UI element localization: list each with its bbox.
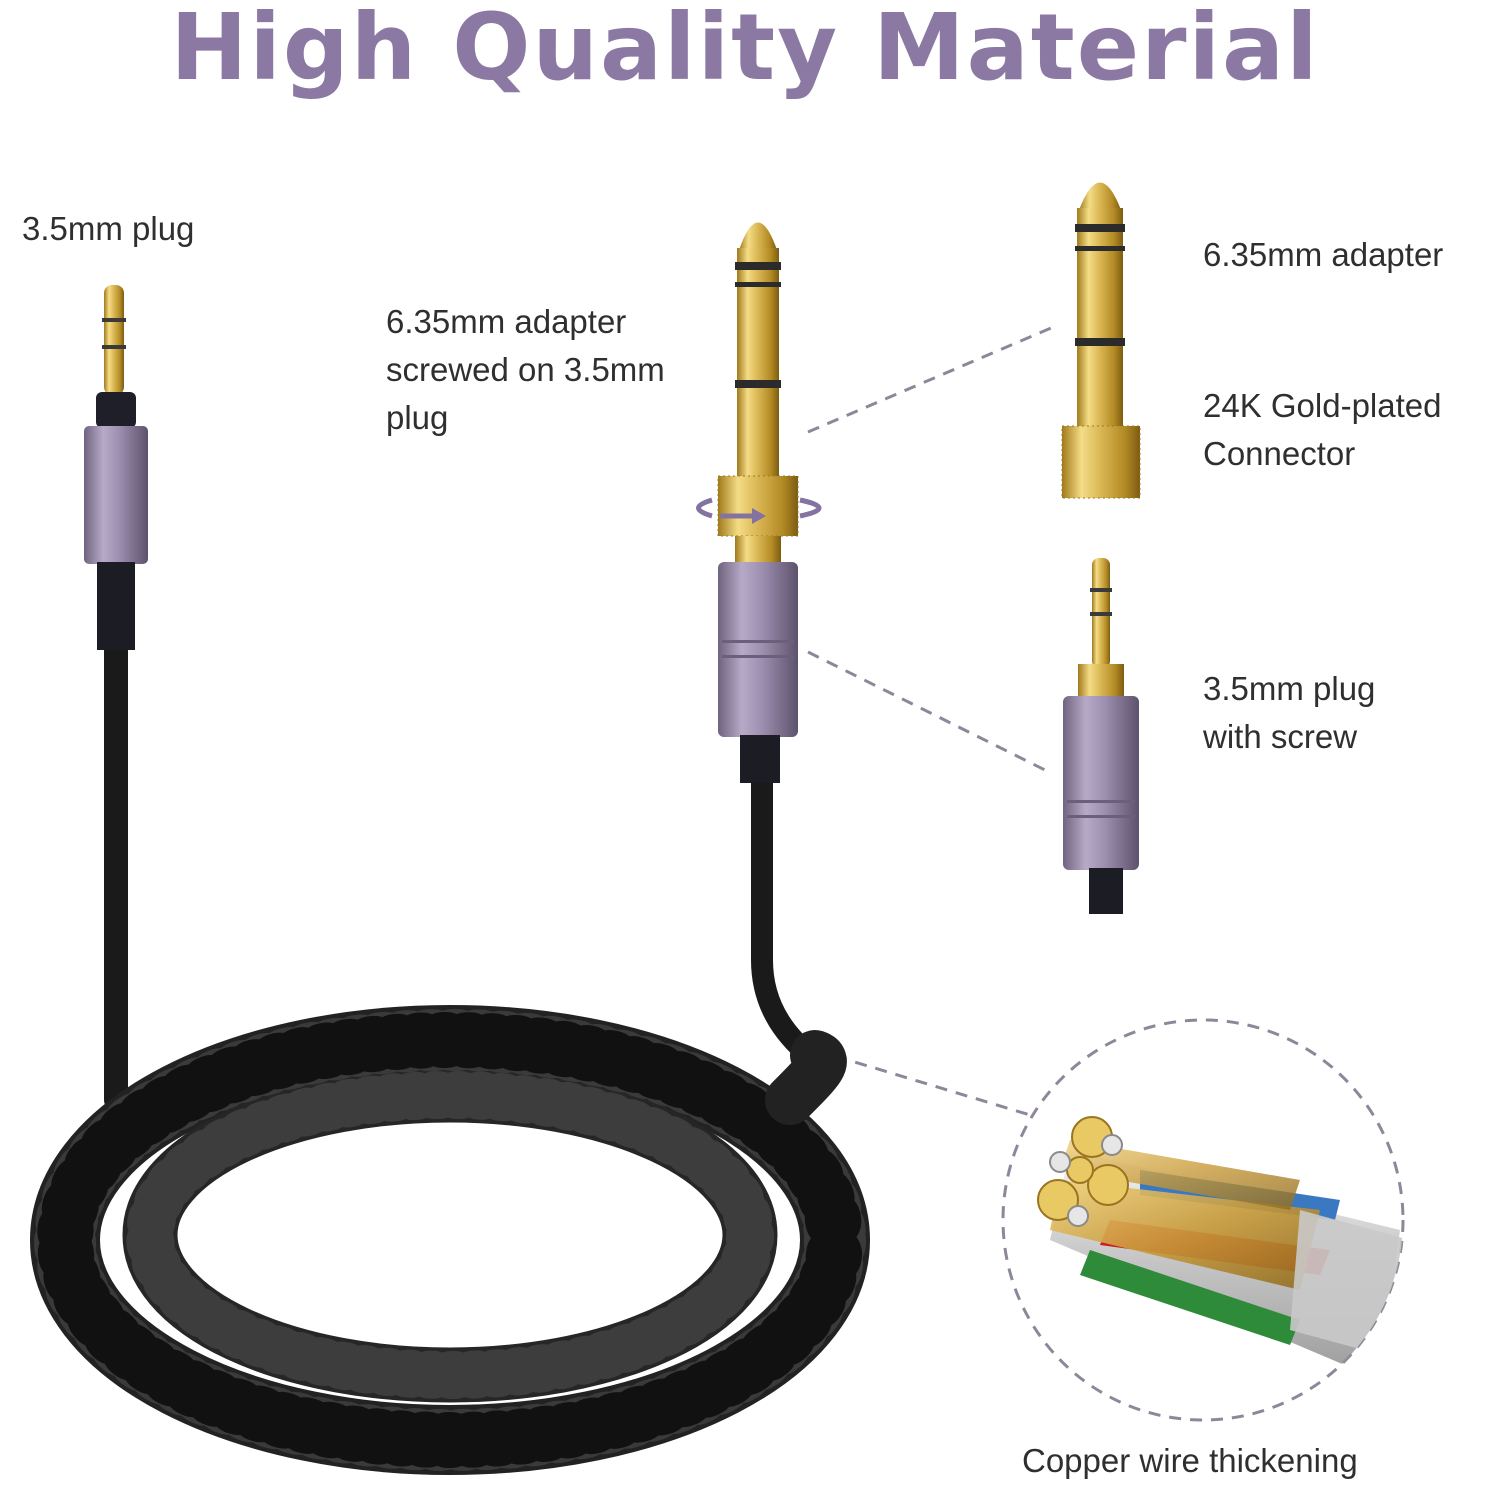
left-35mm-plug — [84, 285, 148, 650]
label-plug-with-screw: 3.5mm plug with screw — [1203, 670, 1376, 755]
label-635mm-adapter: 6.35mm adapter — [1203, 236, 1444, 273]
label-gold-plated-connector: 24K Gold-plated Connector — [1203, 387, 1442, 472]
standalone-35-plug-with-screw — [1063, 558, 1139, 914]
label-adapter-screwed: 6.35mm adapter screwed on 3.5mm plug — [386, 303, 665, 436]
wire-cross-section — [1001, 1018, 1405, 1422]
coiled-cable — [30, 628, 870, 1475]
label-copper-wire: Copper wire thickening — [1022, 1442, 1358, 1479]
headline: High Quality Material — [170, 0, 1320, 101]
center-plug-with-adapter — [696, 222, 822, 783]
dashed-leader-lines — [807, 323, 1059, 1117]
standalone-635-adapter — [1061, 182, 1141, 499]
label-35mm-plug: 3.5mm plug — [22, 210, 195, 247]
rotate-arrow-icon — [696, 497, 822, 524]
